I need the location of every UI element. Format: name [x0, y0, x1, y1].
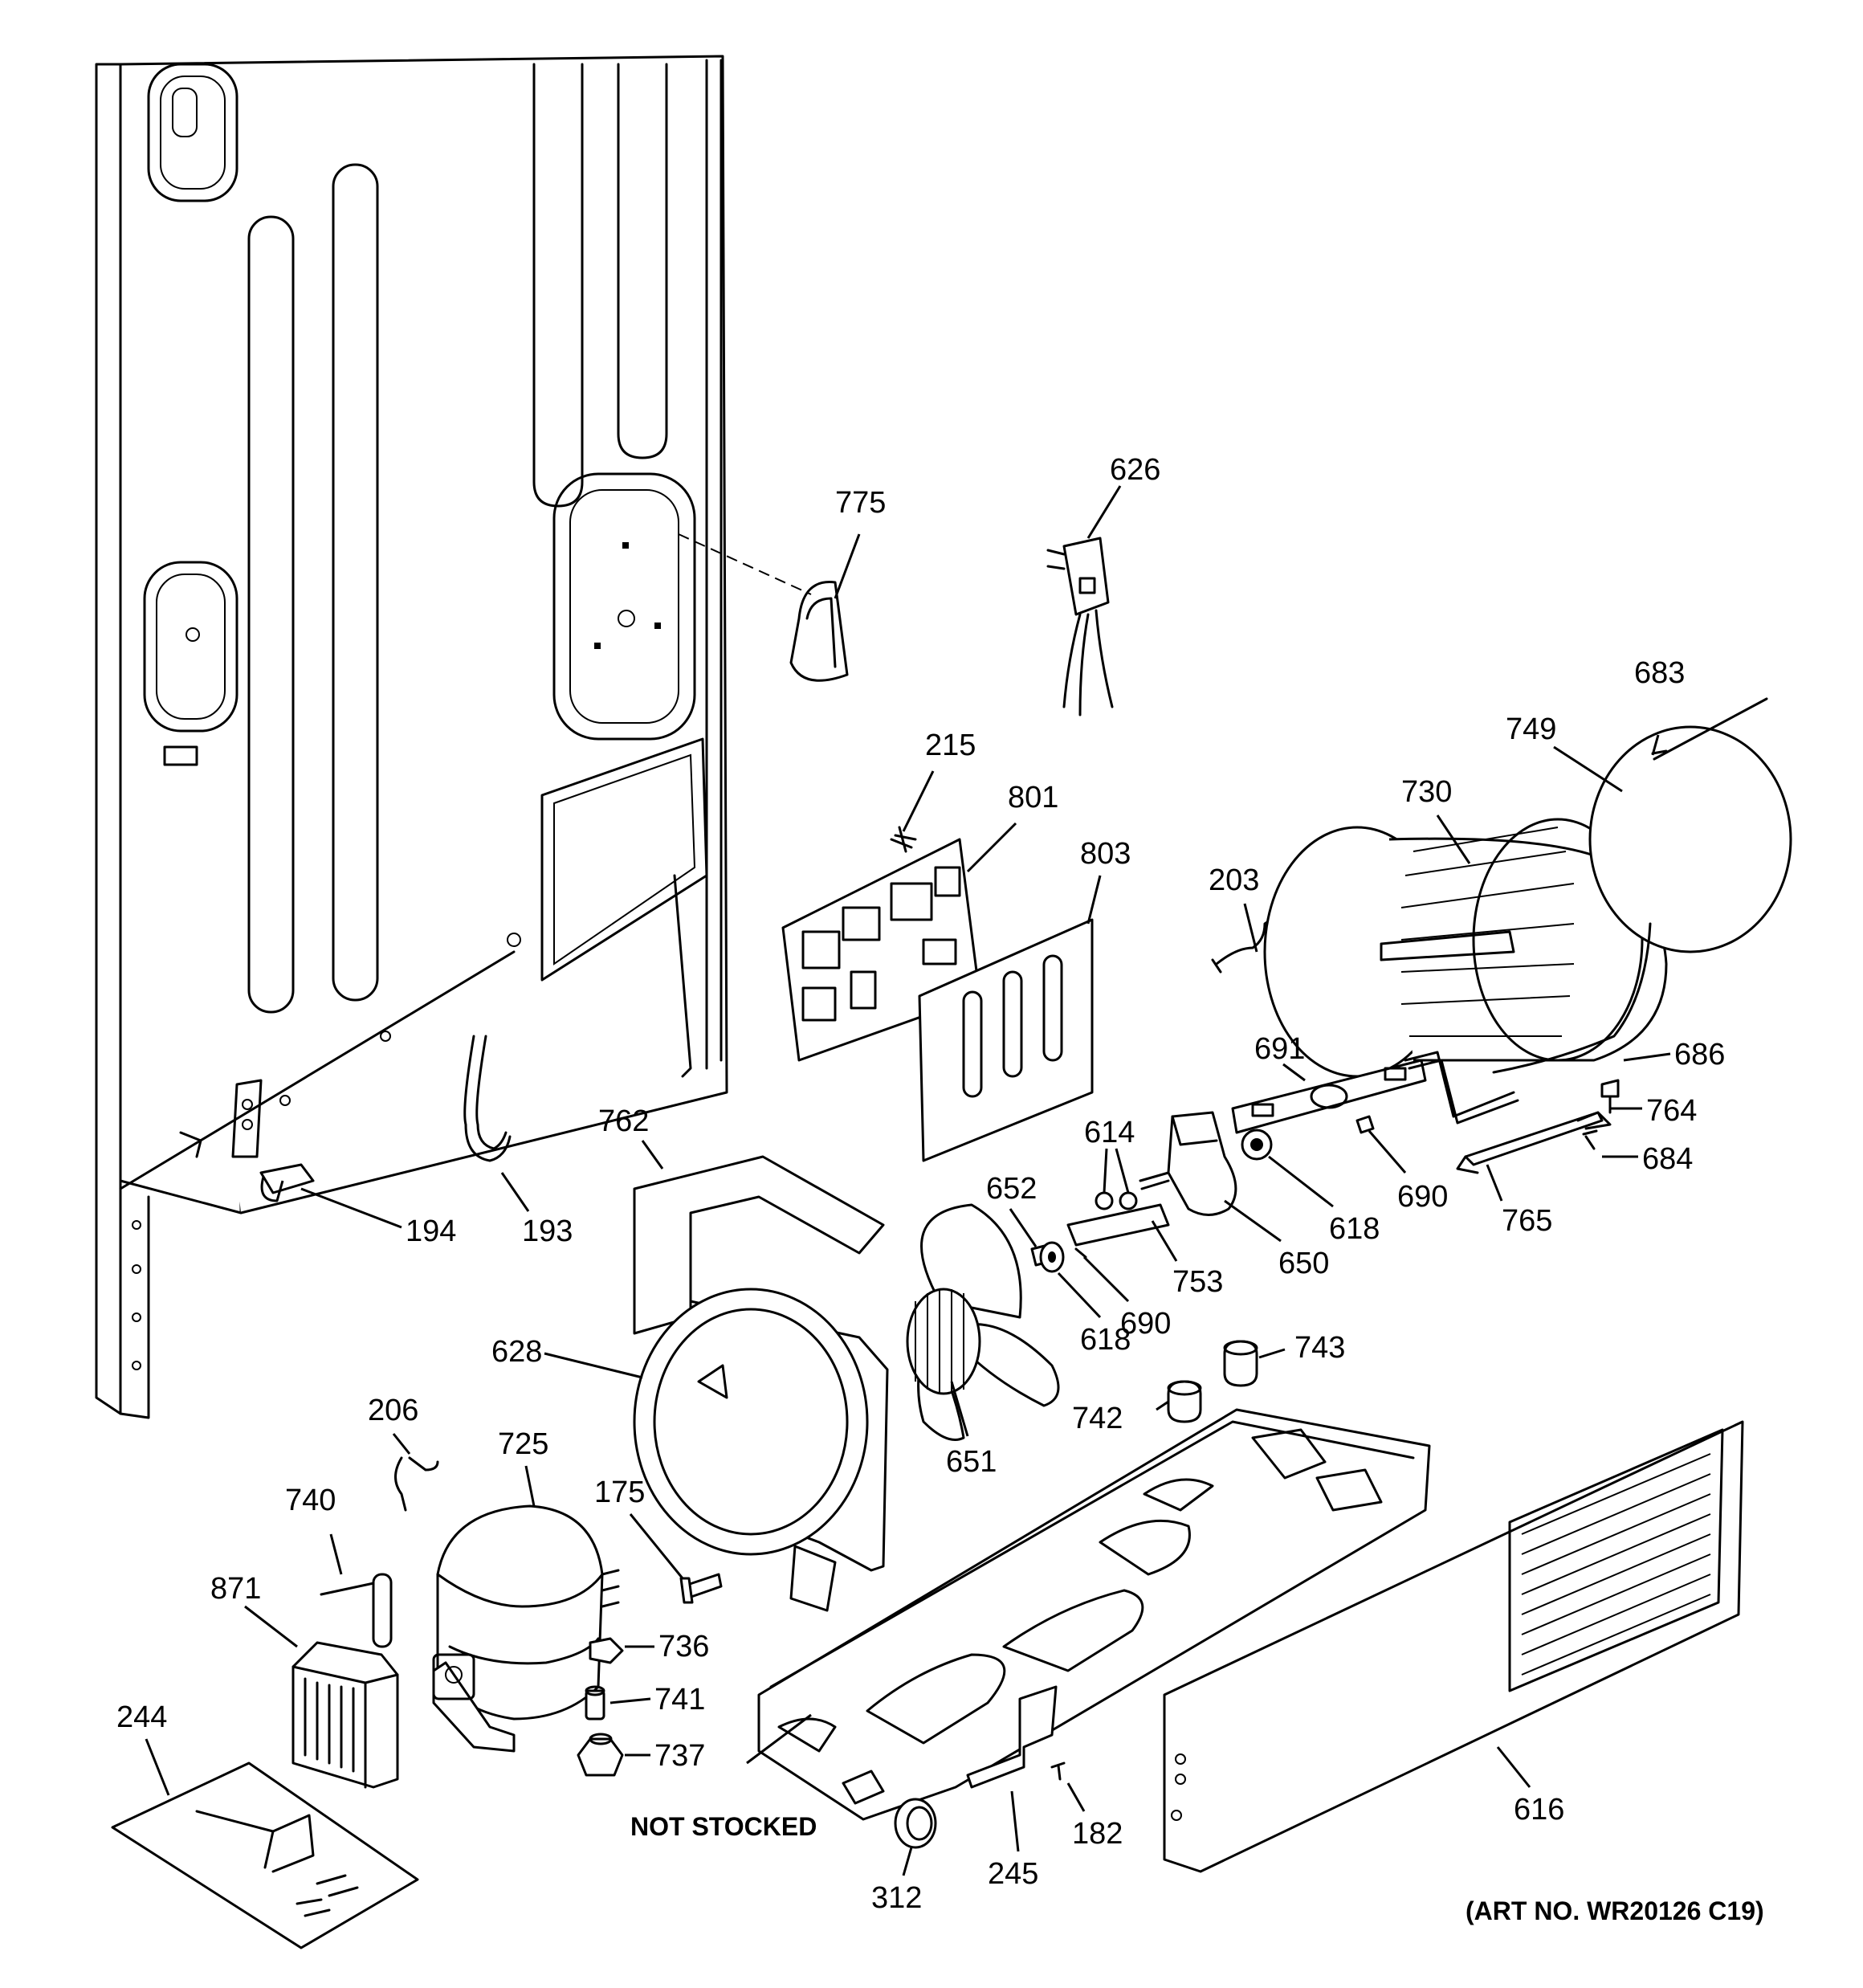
part-690-screw-lower [1074, 1247, 1087, 1259]
leader-lines [145, 485, 1671, 1876]
part-684-screw [1582, 1129, 1598, 1150]
part-736-grommet [589, 1637, 624, 1664]
part-245-bracket [966, 1685, 1058, 1789]
callout-690-lower: 690 [1120, 1307, 1171, 1341]
callout-736: 736 [658, 1630, 709, 1663]
callout-730: 730 [1401, 775, 1452, 809]
part-691-bracket [1231, 1059, 1427, 1134]
part-628-fan-shroud [633, 1288, 889, 1612]
callout-614: 614 [1084, 1116, 1135, 1149]
callout-740: 740 [285, 1484, 336, 1517]
callout-775: 775 [835, 486, 886, 520]
callout-652: 652 [986, 1172, 1037, 1206]
callout-742: 742 [1072, 1402, 1123, 1435]
callout-762: 762 [598, 1104, 649, 1138]
callout-765: 765 [1502, 1204, 1552, 1238]
callout-618-upper: 618 [1329, 1212, 1380, 1246]
callout-683: 683 [1634, 656, 1685, 690]
part-803-shield-plate [918, 918, 1094, 1162]
callout-801: 801 [1008, 781, 1058, 814]
base-pan [757, 1408, 1431, 1821]
callout-175: 175 [594, 1476, 645, 1509]
callout-203: 203 [1209, 863, 1259, 897]
part-206-clip [394, 1456, 439, 1512]
part-765-bracket [1464, 1111, 1604, 1166]
callout-618-lower: 618 [1080, 1323, 1131, 1357]
callout-245: 245 [988, 1857, 1038, 1891]
callout-741: 741 [654, 1683, 705, 1717]
callout-871: 871 [210, 1572, 261, 1606]
callout-650: 650 [1278, 1247, 1329, 1280]
part-175-bolt [679, 1573, 723, 1604]
part-741-sleeve [585, 1685, 605, 1721]
part-690-screw-upper [1355, 1115, 1375, 1134]
part-194-clamp [259, 1163, 315, 1202]
part-650-fan-motor [1139, 1111, 1237, 1216]
callout-labels: 775 626 683 749 730 215 801 803 203 691 … [116, 453, 1764, 1925]
part-762-duct [633, 1155, 885, 1335]
part-743-grommet [1223, 1340, 1258, 1387]
callout-193: 193 [522, 1214, 573, 1248]
callout-753: 753 [1172, 1265, 1223, 1299]
callout-690-upper: 690 [1397, 1180, 1448, 1214]
part-614-grommets [1095, 1191, 1138, 1210]
callout-749: 749 [1506, 712, 1556, 746]
cabinet-back-panel [95, 55, 728, 1419]
part-737-grommet [577, 1733, 624, 1777]
part-725-compressor [432, 1504, 620, 1753]
callout-803: 803 [1080, 837, 1131, 871]
part-686-screw [1600, 1079, 1620, 1114]
part-651-fan-blade [906, 1203, 1060, 1441]
part-215-fastener [890, 826, 917, 853]
not-stocked-note: NOT STOCKED [630, 1812, 817, 1841]
part-193-drain-tube [463, 1035, 512, 1162]
part-182-screw [1050, 1761, 1066, 1781]
callout-206: 206 [368, 1394, 418, 1427]
callout-691: 691 [1254, 1032, 1305, 1066]
part-742-grommet [1167, 1380, 1202, 1423]
callout-312: 312 [871, 1881, 922, 1915]
callout-628: 628 [491, 1335, 542, 1369]
part-618-grommet-lower [1039, 1241, 1065, 1273]
part-775-cover [678, 533, 849, 682]
callout-737: 737 [654, 1739, 705, 1773]
callout-725: 725 [498, 1427, 548, 1461]
part-312-roller [894, 1798, 937, 1849]
callout-764: 764 [1646, 1094, 1697, 1128]
part-626-power-connector [1046, 537, 1114, 716]
part-749-cover-disk [1492, 725, 1792, 1074]
callout-182: 182 [1072, 1817, 1123, 1851]
part-616-access-panel [1163, 1420, 1744, 1873]
part-203-harness [1211, 914, 1278, 974]
callout-684: 684 [1642, 1142, 1693, 1176]
callout-616: 616 [1514, 1793, 1564, 1827]
callout-686: 686 [1674, 1038, 1725, 1072]
part-683-wire [1651, 697, 1768, 761]
part-740-filter-drier [320, 1573, 393, 1648]
callout-194: 194 [406, 1214, 456, 1248]
part-764-clip [1576, 1111, 1612, 1130]
callout-651: 651 [946, 1445, 997, 1479]
callout-743: 743 [1294, 1331, 1345, 1365]
callout-215: 215 [925, 729, 976, 762]
part-871-inverter-box [291, 1641, 399, 1789]
part-244-kit [111, 1761, 419, 1949]
part-753-motor-bracket [1066, 1203, 1170, 1247]
part-618-grommet-upper [1241, 1129, 1273, 1161]
callout-626: 626 [1110, 453, 1160, 487]
art-number-note: (ART NO. WR20126 C19) [1466, 1896, 1764, 1925]
callout-244: 244 [116, 1700, 167, 1734]
part-730-condenser-coil [1263, 818, 1668, 1078]
